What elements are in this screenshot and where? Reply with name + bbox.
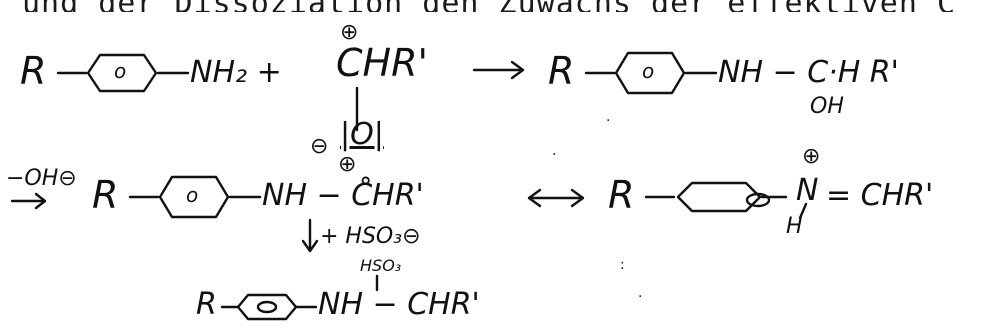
bond-quinoid-n (760, 195, 788, 199)
benzene-ring-2 (614, 51, 686, 95)
benzene-ring-3 (158, 175, 230, 219)
bond-r4-ring4 (644, 195, 676, 199)
bond-r2-ring2 (584, 71, 616, 75)
scan-dot: · (606, 113, 611, 129)
nh-c-h-r-prime: NH − C·H R' (718, 55, 899, 90)
nh2-plus: NH₂ + (190, 55, 282, 90)
ring-3-o-label: o (186, 183, 199, 207)
nh-chr-adduct: NH − CHR' (318, 287, 480, 322)
charge-minus-1: ⊖ (310, 134, 329, 159)
resonance-double-arrow (527, 188, 585, 208)
nh-chr-cation: NH − C̊HR' (262, 178, 424, 213)
scan-dot: · (638, 289, 643, 305)
bond-ring1-n (156, 71, 190, 75)
hso3-substituent: HSO₃ (360, 256, 402, 275)
oh-group: OH (810, 94, 844, 119)
r-group-1: R (20, 49, 47, 93)
bond-n-h (798, 202, 808, 220)
bond-r5-ring5 (220, 305, 240, 309)
bond-r3-ring3 (128, 195, 160, 199)
r-group-5: R (196, 287, 217, 322)
benzene-ring-5 (236, 293, 298, 321)
scan-dot: · (552, 147, 557, 163)
bond-c-o (355, 86, 359, 132)
loss-arrow (10, 192, 47, 210)
down-arrow (301, 218, 319, 253)
ring-5-inner-o (256, 300, 278, 314)
h-on-nitrogen: H (786, 214, 803, 239)
bond-c-hso3 (375, 274, 379, 292)
benzene-ring-1 (86, 53, 158, 93)
ring-2-o-label: o (642, 59, 655, 83)
nitrogen-iminium: N (796, 173, 819, 208)
header-cut-text: ung der Dissoziation den Zuwachs der eff… (22, 0, 956, 12)
r-group-2: R (548, 49, 575, 93)
header-cut-line: ung der Dissoziation den Zuwachs der eff… (0, 0, 983, 12)
eq-chr-prime: = CHR' (826, 178, 934, 213)
charge-plus-1: ⊕ (340, 20, 359, 45)
minus-oh-label: −OH⊖ (6, 166, 77, 191)
scan-dot: : (620, 257, 625, 273)
r-group-4: R (608, 173, 635, 217)
chr-prime-top: CHR' (336, 41, 428, 85)
bond-ring5-nh (294, 305, 318, 309)
forward-arrow (472, 60, 525, 80)
charge-plus-n: ⊕ (802, 144, 821, 169)
ring-1-o-label: o (114, 59, 127, 83)
charge-plus-2: ⊕ (338, 152, 357, 177)
bond-ring2-nh (684, 71, 718, 75)
oxygen-lone-pairs: |O| (340, 117, 384, 152)
quinoid-ring (676, 181, 762, 213)
quinoid-inner-o (745, 192, 771, 208)
plus-bisulfite: + HSO₃⊖ (320, 224, 421, 249)
r-group-3: R (92, 173, 119, 217)
bond-ring3-nh (228, 195, 262, 199)
bond-r1-ring1 (56, 71, 88, 75)
